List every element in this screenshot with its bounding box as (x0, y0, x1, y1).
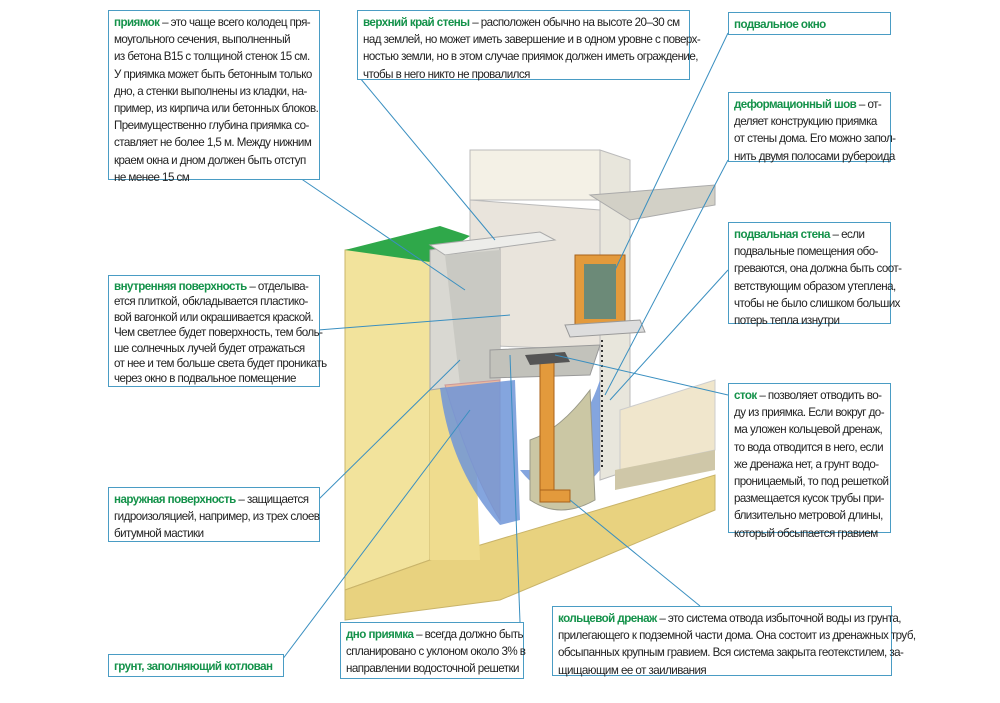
callout-term: внутренняя поверхность (114, 280, 247, 293)
callout-line: дно, а стенки выполнены из кладки, на- (114, 84, 307, 98)
window-sill (564, 319, 646, 338)
callout-line: который обсыпается гравием (734, 526, 878, 540)
callout-outer-surface: наружная поверхность – защищается гидрои… (108, 487, 320, 542)
callout-line: – это чаще всего колодец пря- (162, 16, 311, 29)
callout-line: Преимущественно глубина приямка со- (114, 119, 309, 133)
callout-line: пример, из кирпича или бетонных блоков. (114, 102, 319, 116)
callout-line: близительно метровой длины, (734, 509, 883, 523)
basement-window-glass (584, 264, 616, 319)
callout-line: греваются, она должна быть соот- (734, 262, 902, 276)
drain-grate (525, 352, 570, 365)
callout-term: подвальное окно (734, 18, 826, 31)
waterproofing (440, 380, 520, 525)
callout-line: – защищается (238, 493, 309, 506)
floor-slab (615, 450, 715, 490)
slab (588, 184, 716, 221)
callout-line: краем окна и дном должен быть отступ (114, 153, 306, 167)
callout-line: прилегающего к подземной части дома. Она… (558, 629, 916, 643)
callout-ring-drain: кольцевой дренаж – это система отвода из… (552, 606, 916, 677)
callout-line: моугольного сечения, выполненный (114, 33, 291, 47)
callout-line: не менее 15 см (114, 170, 190, 184)
callout-term: дно приямка (346, 628, 414, 641)
soil-block-front (344, 239, 431, 591)
callout-line: щищающим ее от заиливания (558, 663, 707, 677)
leader-lines (281, 32, 729, 661)
callout-line: направлении водосточной решетки (346, 662, 520, 676)
callout-line: – если (832, 228, 865, 241)
callout-priyamok: приямок – это чаще всего колодец пря- мо… (108, 10, 320, 184)
callout-inner-surface: внутренняя поверхность – отделыва- ется … (108, 275, 327, 387)
callout-line: битумной мастики (114, 527, 204, 541)
callout-basement-wall: подвальная стена – если подвальные помещ… (728, 222, 902, 327)
drain-pipe-elbow (539, 489, 571, 503)
callout-line: чтобы в него никто не провалился (363, 67, 530, 81)
callout-line: вой вагонкой или окрашивается краской. (114, 310, 314, 324)
callout-line: размещается кусок трубы при- (734, 492, 885, 506)
callout-line: ма уложен кольцевой дренаж, (734, 423, 883, 437)
callout-term: сток (734, 389, 757, 402)
callout-line: через окно в подвальное помещение (114, 372, 296, 386)
callout-line: – расположен обычно на высоте 20–30 см (472, 16, 680, 29)
callout-line: чтобы не было слишком больших (734, 296, 900, 310)
callout-line: подвальные помещения обо- (734, 245, 879, 259)
callout-term: подвальная стена (734, 228, 830, 241)
callout-line: ду из приямка. Если вокруг до- (734, 406, 885, 420)
callout-term: кольцевой дренаж (558, 612, 657, 625)
callout-line: гидроизоляцией, например, из трех слоев (114, 510, 320, 524)
callout-drain: сток – позволяет отводить во- ду из прия… (728, 383, 891, 540)
callout-term: деформационный шов (734, 98, 857, 111)
callout-line: – это система отвода избыточной воды из … (659, 612, 901, 625)
callout-line: ше солнечных лучей будет отражаться (114, 341, 305, 355)
callout-line: то вода отводится в него, если (734, 440, 884, 454)
callout-line: же дренажа нет, а грунт водо- (734, 457, 879, 471)
callout-line: ностью земли, но в этом случае приямок д… (363, 50, 698, 64)
callout-line: – всегда должно быть (416, 628, 524, 641)
callout-line: – позволяет отводить во- (759, 389, 882, 402)
callout-line: ставляет не более 1,5 м. Между нижним (114, 136, 312, 150)
callout-line: от нее и тем больше света будет проникат… (114, 357, 327, 371)
callout-line: – от- (858, 98, 882, 111)
callout-line: обсыпанных крупным гравием. Вся система … (558, 646, 904, 660)
callout-line: Чем светлее будет поверхность, тем боль- (114, 326, 323, 340)
callout-soil: грунт, заполняющий котлован (108, 654, 284, 677)
callout-line: ветствующим образом утеплена, (734, 279, 896, 293)
drain-pipe (539, 359, 555, 501)
callout-joint: деформационный шов – от- деляет конструк… (728, 92, 896, 163)
callout-line: деляет конструкцию приямка (734, 115, 877, 129)
callout-line: потерь тепла изнутри (734, 314, 840, 328)
callout-window: подвальное окно (728, 12, 891, 35)
pit-wall-cap (428, 231, 557, 256)
callout-line: над землей, но может иметь завершение и … (363, 33, 701, 47)
callout-line: от стены дома. Его можно запол- (734, 132, 896, 146)
callout-bottom: дно приямка – всегда должно быть спланир… (340, 622, 526, 679)
callout-line: – отделыва- (249, 280, 309, 293)
callout-term: верхний край стены (363, 16, 470, 29)
callout-line: ется плиткой, обкладывается пластико- (114, 295, 308, 309)
callout-term: приямок (114, 16, 160, 29)
callout-term: грунт, заполняющий котлован (114, 660, 273, 673)
callout-line: спланировано с уклоном около 3% в (346, 645, 526, 659)
callout-line: из бетона В15 с толщиной стенок 15 см. (114, 50, 310, 64)
callout-line: нить двумя полосами рубероида (734, 149, 895, 163)
callout-term: наружная поверхность (114, 493, 236, 506)
house-wall-top (469, 149, 601, 201)
callout-line: У приямка может быть бетонным только (114, 67, 312, 81)
callout-top-edge: верхний край стены – расположен обычно н… (357, 10, 701, 81)
callout-line: проницаемый, то под решеткой (734, 475, 889, 489)
